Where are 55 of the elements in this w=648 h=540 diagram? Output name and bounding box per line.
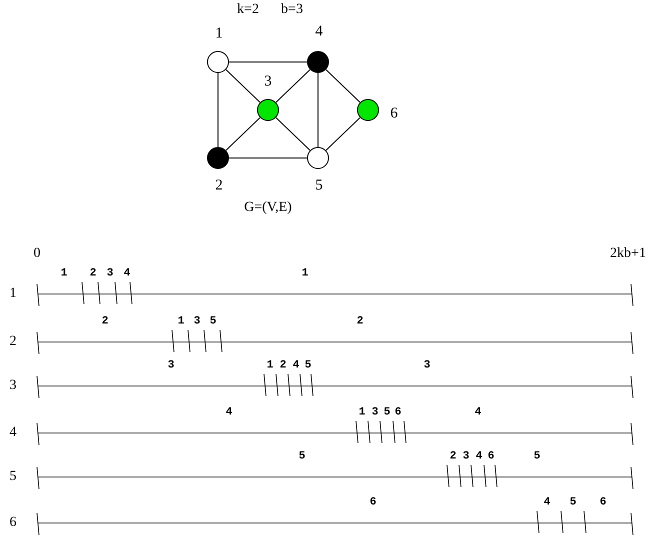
vertex-number: 2 bbox=[215, 178, 223, 194]
interval-label: 5 bbox=[304, 360, 312, 372]
interval-label: 1 bbox=[266, 360, 274, 372]
edge-line bbox=[225, 69, 261, 103]
interval-label: 6 bbox=[394, 408, 402, 418]
vertex-number: 1 bbox=[215, 26, 223, 42]
edge-line bbox=[325, 117, 361, 151]
axis-label: 0 bbox=[34, 247, 40, 261]
interval-label: 1 bbox=[178, 316, 184, 328]
interval-label: 4 bbox=[474, 408, 482, 418]
interval-label: 1 bbox=[358, 408, 366, 418]
axis-label: b=3 bbox=[281, 3, 303, 17]
interval-label: 3 bbox=[106, 268, 114, 280]
interval-label: 4 bbox=[226, 408, 232, 418]
vertex-number: 5 bbox=[315, 178, 323, 194]
axis-label: 1 bbox=[10, 287, 16, 301]
edge-line bbox=[275, 69, 311, 103]
interval-label: 4 bbox=[476, 452, 482, 462]
axis-label: 4 bbox=[10, 426, 16, 440]
interval-label: 4 bbox=[292, 360, 300, 372]
interval-label: 3 bbox=[372, 408, 378, 418]
interval-label: 5 bbox=[384, 408, 390, 418]
interval-label: 5 bbox=[570, 498, 576, 508]
axis-label: 2 bbox=[10, 335, 16, 349]
caption: G=(V,E) bbox=[244, 201, 292, 215]
axis-label: 6 bbox=[10, 516, 16, 530]
interval-label: 2 bbox=[102, 316, 108, 328]
interval-label: 1 bbox=[302, 268, 308, 280]
interval-label: 2 bbox=[90, 268, 96, 280]
interval-label: 4 bbox=[544, 498, 550, 508]
interval-label: 3 bbox=[462, 452, 470, 462]
interval-label: 3 bbox=[168, 360, 174, 372]
interval-label: 6 bbox=[600, 498, 606, 508]
axis-label: 2kb+1 bbox=[610, 247, 646, 261]
interval-label: 3 bbox=[424, 360, 430, 372]
edge-line bbox=[225, 117, 261, 151]
edge-line bbox=[275, 117, 311, 151]
interval-label: 6 bbox=[370, 498, 376, 508]
vertex-number: 3 bbox=[264, 74, 272, 90]
interval-label: 4 bbox=[124, 268, 130, 280]
axis-label: k=2 bbox=[237, 3, 259, 17]
edge-line bbox=[325, 69, 361, 103]
interval-label: 1 bbox=[60, 268, 68, 280]
interval-label: 3 bbox=[194, 316, 200, 328]
interval-label: 2 bbox=[356, 316, 364, 328]
interval-label: 2 bbox=[450, 452, 456, 462]
interval-label: 5 bbox=[298, 452, 306, 462]
interval-label: 6 bbox=[488, 452, 494, 462]
axis-label: 5 bbox=[10, 470, 16, 484]
interval-label: 2 bbox=[280, 360, 286, 372]
axis-label: 3 bbox=[10, 379, 16, 393]
interval-label: 5 bbox=[534, 452, 540, 462]
vertex-number: 4 bbox=[315, 24, 323, 40]
vertex-number: 6 bbox=[390, 106, 398, 122]
interval-label: 5 bbox=[210, 316, 216, 328]
